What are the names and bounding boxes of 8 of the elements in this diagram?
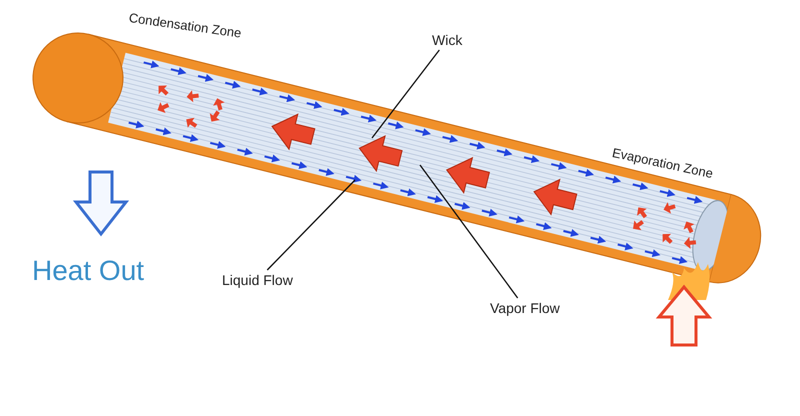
- callout-label: Liquid Flow: [222, 272, 293, 288]
- heat-label: Heat Out: [32, 255, 146, 287]
- zone-label: Condensation Zone: [128, 10, 244, 43]
- leader-line: [371, 50, 440, 138]
- callout-label: Vapor Flow: [490, 300, 560, 316]
- leader-line: [419, 164, 518, 298]
- callout-label: Wick: [432, 32, 462, 48]
- leader-line: [266, 180, 356, 270]
